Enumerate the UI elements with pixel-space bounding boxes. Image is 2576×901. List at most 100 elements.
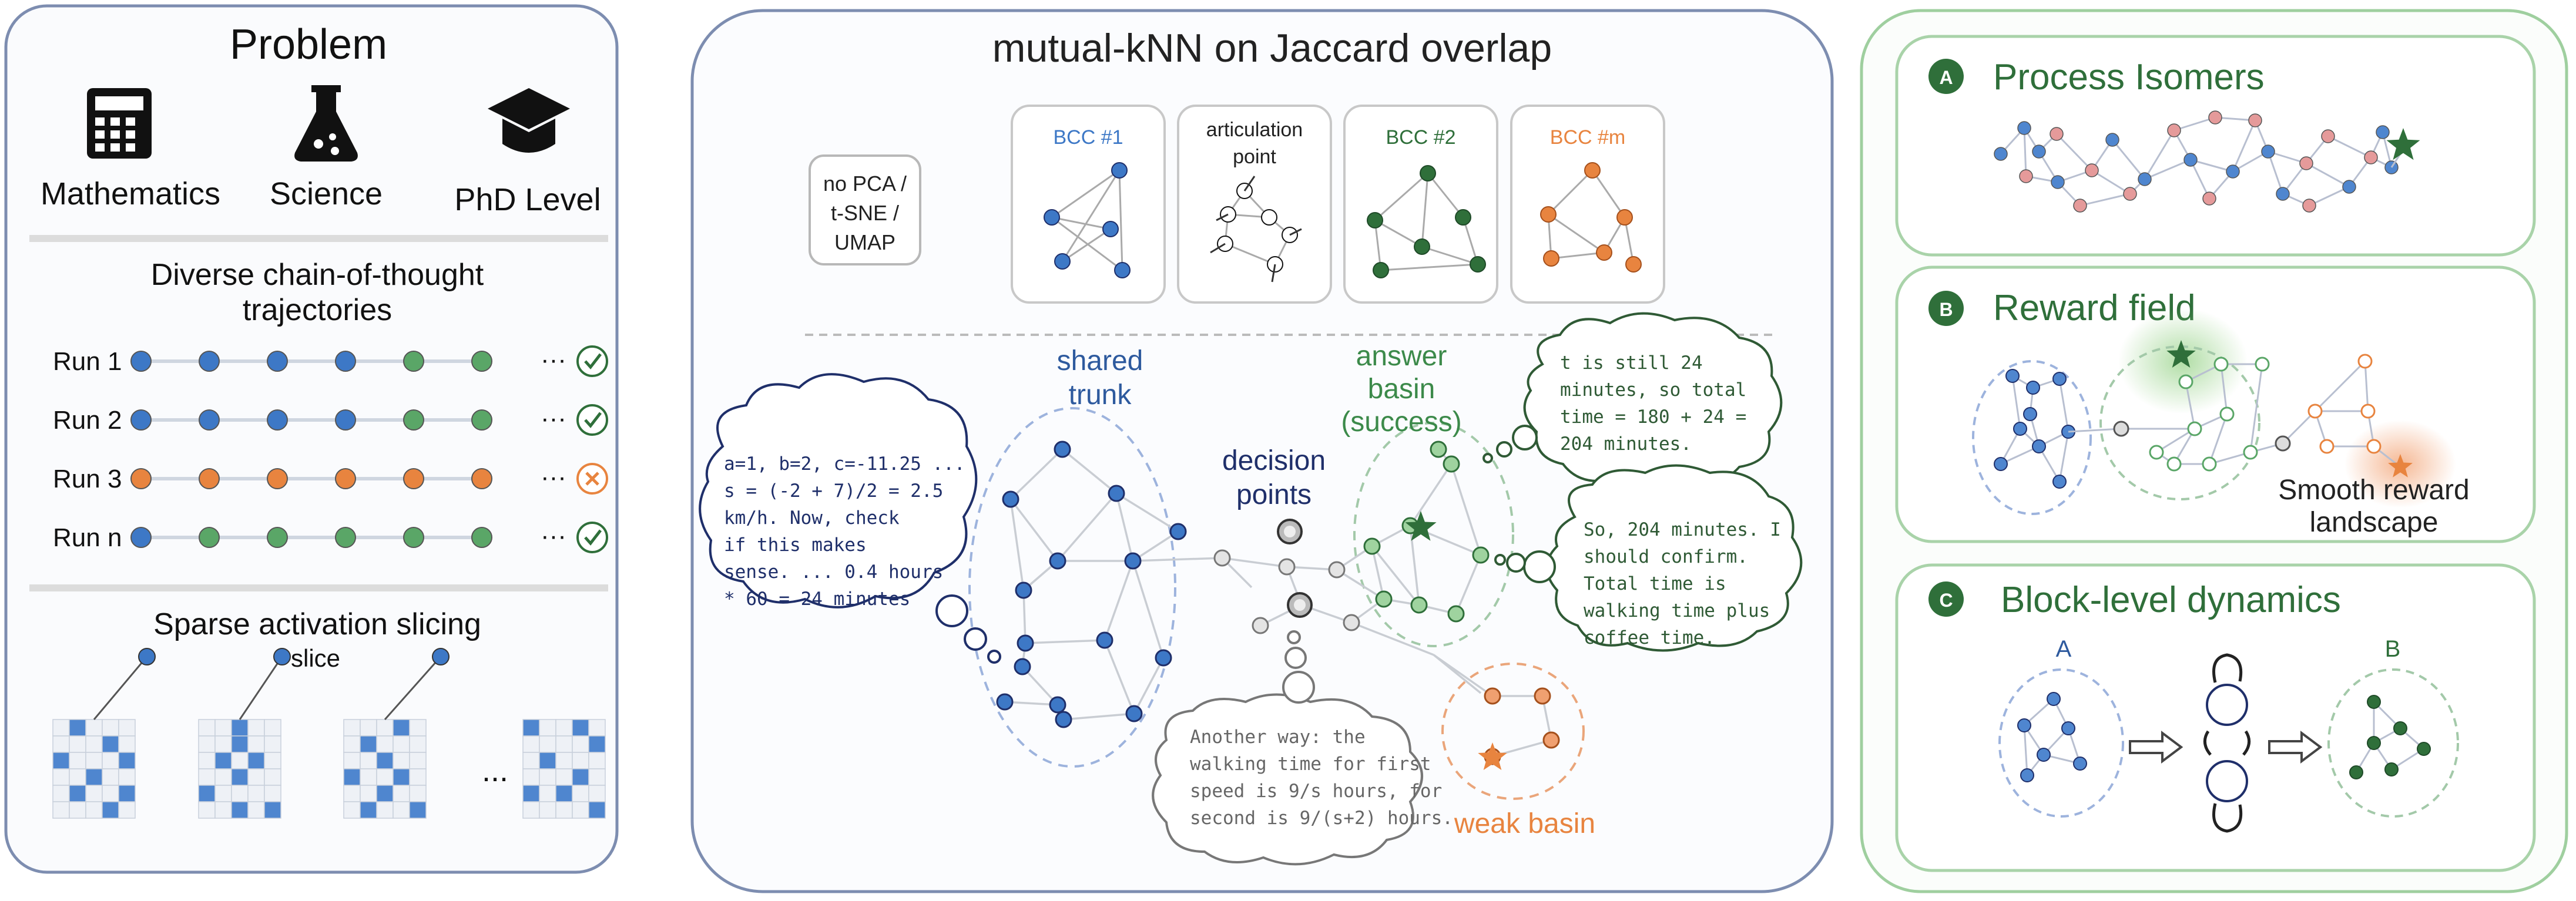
answer-basin-line3: (success) xyxy=(1341,406,1461,438)
mini-edge xyxy=(1591,170,1626,218)
mini-edge xyxy=(1548,213,1605,254)
isomer-node xyxy=(2202,191,2216,206)
activation-cell xyxy=(247,768,265,786)
run-dot xyxy=(471,351,492,372)
cloud-line: a=1, b=2, c=-11.25 ... xyxy=(724,453,965,475)
activation-cell xyxy=(539,752,556,769)
flask-icon xyxy=(294,85,358,162)
activation-cell xyxy=(247,801,265,819)
reward-green-node xyxy=(2178,374,2193,389)
reward-orange-node xyxy=(2307,404,2323,419)
isomer-node xyxy=(2321,129,2335,143)
graph-edge xyxy=(1133,657,1165,714)
activation-cell xyxy=(409,752,427,769)
middle-title: mutual-kNN on Jaccard overlap xyxy=(992,26,1552,70)
activation-cell xyxy=(376,785,394,802)
success-check-icon xyxy=(576,404,608,436)
activation-cell xyxy=(360,752,377,769)
activation-cell xyxy=(393,752,410,769)
answer-star-icon xyxy=(1405,511,1437,541)
activation-cell xyxy=(376,735,394,753)
mini-edge xyxy=(1547,169,1594,216)
cloud-texts: a=1, b=2, c=-11.25 ... s = (-2 + 7)/2 = 2… xyxy=(724,352,1781,829)
cloud-line: coffee time. xyxy=(1584,627,1715,648)
success-check-icon xyxy=(576,522,608,553)
no-pca-box xyxy=(809,154,921,265)
dynamics-block-a xyxy=(1998,668,2124,818)
graph-edge xyxy=(1132,530,1179,562)
badge-b-letter: B xyxy=(1939,299,1953,320)
state-node-bottom xyxy=(2206,760,2248,802)
reward-caption-line2: landscape xyxy=(2310,507,2439,538)
trunk-node xyxy=(1169,523,1187,540)
graph-edge xyxy=(1336,569,1384,600)
reward-caption-line1: Smooth reward xyxy=(2278,475,2469,506)
activation-cell xyxy=(85,801,103,819)
reward-articulation-node xyxy=(2113,421,2129,437)
slice-pointer-line xyxy=(384,656,442,720)
activation-cell xyxy=(85,752,103,769)
activation-cell xyxy=(231,752,249,769)
cloud-line: time = 180 + 24 = xyxy=(1560,406,1746,428)
mini-edge xyxy=(1374,219,1423,248)
run-dot xyxy=(267,468,288,489)
graph-edge xyxy=(1222,557,1287,568)
check-mark-icon xyxy=(584,412,602,428)
slice-label: slice xyxy=(291,644,340,672)
activation-cell xyxy=(198,768,216,786)
activation-cell xyxy=(588,719,606,737)
reward-orange-node xyxy=(2360,404,2376,419)
cloud-line: s = (-2 + 7)/2 = 2.5 xyxy=(724,480,943,502)
mini-edge xyxy=(1421,173,1429,247)
activation-cell xyxy=(360,735,377,753)
cloud-line: So, 204 minutes. I xyxy=(1584,519,1781,540)
badge-c xyxy=(1928,581,1964,617)
activation-cell xyxy=(231,719,249,737)
activation-cell xyxy=(247,719,265,737)
no-pca-line2: t-SNE / xyxy=(831,201,899,225)
run-dot xyxy=(267,351,288,372)
isomer-edge xyxy=(2314,360,2366,412)
run-dot xyxy=(471,527,492,548)
answer-node xyxy=(1447,605,1465,623)
right-graphs xyxy=(1994,110,2431,782)
activation-cell xyxy=(343,785,361,802)
bccm-node xyxy=(1616,209,1633,226)
cot-title-line1: Diverse chain-of-thought xyxy=(151,258,484,292)
activation-cell xyxy=(264,801,281,819)
bccm-node xyxy=(1540,206,1557,223)
graph-edge xyxy=(1116,492,1179,533)
activation-cell xyxy=(198,735,216,753)
articulation-stub xyxy=(1271,264,1276,283)
cloud-line: walking time plus xyxy=(1584,600,1770,621)
activation-cell xyxy=(376,801,394,819)
dynamics-a-node xyxy=(2020,768,2034,782)
activation-cell xyxy=(522,735,540,753)
run-dot xyxy=(267,409,288,431)
reward-green-node xyxy=(2213,357,2229,372)
weak-basin-label: weak basin xyxy=(1454,808,1595,839)
thought-cloud-bottom xyxy=(1152,630,1423,866)
activation-cell xyxy=(69,719,86,737)
activation-cell xyxy=(539,719,556,737)
activation-cell xyxy=(118,801,136,819)
bcc2-node xyxy=(1373,262,1389,278)
trunk-node xyxy=(1108,485,1125,502)
isomer-star-icon xyxy=(2386,128,2420,160)
decision-node-1-core xyxy=(1284,526,1296,537)
graph-edge xyxy=(1009,448,1064,500)
graph-edge xyxy=(1056,492,1118,562)
activation-cell xyxy=(343,719,361,737)
dynamics-a-node xyxy=(2047,692,2061,706)
calculator-icon xyxy=(87,88,152,159)
cloud-line: * 60 = 24 minutes xyxy=(724,589,910,610)
activation-cell xyxy=(231,785,249,802)
analysis-panel: A Process Isomers B Reward field C Block… xyxy=(1860,9,2568,893)
bcc1-node xyxy=(1102,221,1119,237)
reward-articulation-node xyxy=(2275,435,2291,452)
run-dot xyxy=(130,351,152,372)
activation-cell xyxy=(264,785,281,802)
cloud-line: walking time for first xyxy=(1190,754,1431,775)
activation-cell xyxy=(343,752,361,769)
dynamics-b-node xyxy=(2393,721,2407,735)
